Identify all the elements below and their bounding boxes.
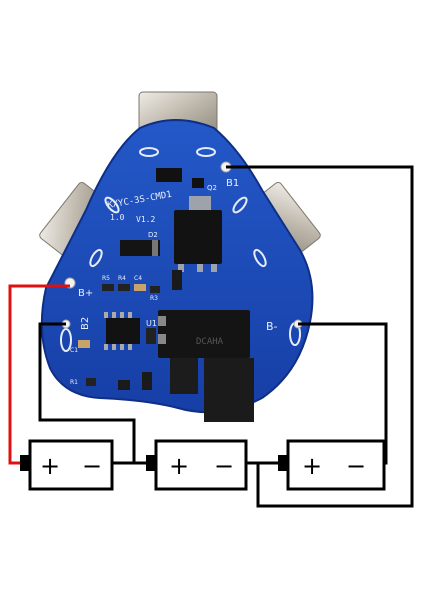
battery-3: + − [278, 439, 386, 491]
ref-r1: R1 [70, 379, 78, 386]
battery-1-plus: + [40, 452, 60, 480]
board-revision-label: 1.0 [110, 213, 125, 222]
ref-d2: D2 [148, 231, 158, 239]
battery-1-minus: − [82, 452, 102, 480]
ref-q2: Q2 [207, 184, 217, 192]
pad-b2-label: B2 [80, 317, 91, 330]
board-version-label: V1.2 [136, 215, 155, 224]
battery-2-minus: − [214, 452, 234, 480]
wire-b2 [38, 322, 136, 463]
battery-3-minus: − [346, 452, 366, 480]
pad-b1-label: B1 [226, 178, 239, 189]
solder-pads [60, 147, 301, 352]
ref-r3: R3 [150, 295, 158, 302]
ref-u1: U1 [146, 319, 157, 328]
battery-2-plus: + [169, 452, 189, 480]
ref-c1: C1 [70, 347, 78, 354]
ref-r4: R4 [118, 275, 126, 282]
battery-3-plus: + [302, 452, 322, 480]
pad-b-plus-label: B+ [78, 288, 93, 299]
battery-2: + − [146, 439, 248, 491]
pad-b-minus-label: B- [266, 320, 278, 333]
components [78, 168, 254, 422]
ref-c4: C4 [134, 275, 142, 282]
mosfet-brand-label: DCAHA [196, 337, 224, 347]
battery-1: + − [20, 439, 114, 491]
ref-r5: R5 [102, 275, 110, 282]
wire-b-plus-red [8, 284, 70, 465]
